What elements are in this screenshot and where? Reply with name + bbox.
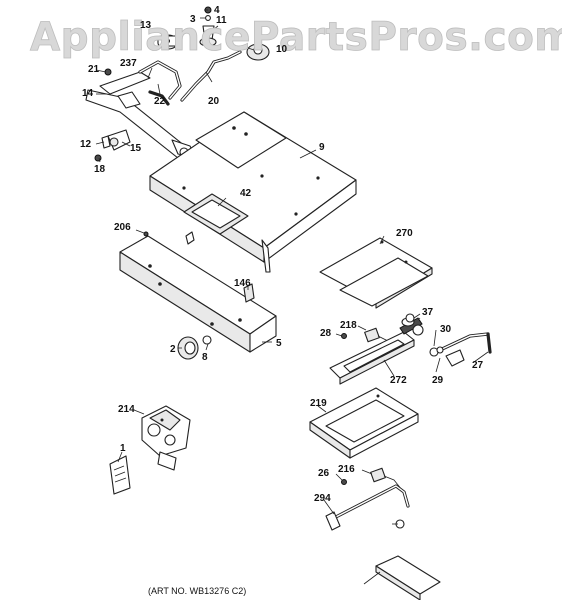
burner-26 bbox=[325, 484, 410, 531]
manifold-assembly bbox=[85, 60, 197, 167]
callout-218-lower: 216 bbox=[338, 464, 355, 475]
part-37 bbox=[405, 313, 415, 323]
callout-labels: 4 3 11 13 10 21 237 14 22 20 9 12 15 18 … bbox=[80, 5, 484, 504]
ignitor-218-lower bbox=[370, 467, 403, 491]
callout-1: 1 bbox=[120, 443, 126, 454]
callout-9: 9 bbox=[319, 142, 325, 153]
callout-29: 29 bbox=[432, 375, 444, 386]
callout-20: 20 bbox=[208, 96, 220, 107]
callout-37: 37 bbox=[422, 307, 434, 318]
cover-270 bbox=[319, 237, 433, 309]
screw-28-lower bbox=[341, 479, 347, 485]
callout-28-upper: 28 bbox=[320, 328, 332, 339]
callout-28-lower: 26 bbox=[318, 468, 330, 479]
callout-2: 2 bbox=[170, 344, 176, 355]
callout-21: 21 bbox=[88, 64, 100, 75]
leader-lines bbox=[95, 9, 489, 585]
callout-15: 15 bbox=[130, 143, 142, 154]
bracket-294 bbox=[375, 555, 441, 600]
callout-5: 5 bbox=[276, 338, 282, 349]
callout-10: 10 bbox=[276, 44, 288, 55]
valve-13 bbox=[157, 34, 179, 50]
callout-218-upper: 218 bbox=[340, 320, 357, 331]
callout-14: 14 bbox=[82, 88, 94, 99]
callout-22: 22 bbox=[154, 96, 166, 107]
bracket-15 bbox=[94, 129, 131, 162]
callout-18: 18 bbox=[94, 164, 106, 175]
orifice-assembly-30 bbox=[429, 332, 492, 367]
callout-237: 237 bbox=[120, 58, 137, 69]
manifold-bracket-5 bbox=[119, 231, 277, 353]
valve-214 bbox=[141, 405, 191, 471]
callout-270: 270 bbox=[396, 228, 413, 239]
callout-13: 13 bbox=[140, 20, 152, 31]
watermark-text: AppliancePartsPros.com bbox=[30, 15, 562, 60]
cover-219 bbox=[309, 387, 419, 459]
callout-42: 42 bbox=[240, 188, 252, 199]
callout-26: 294 bbox=[314, 493, 331, 504]
burner-box-9 bbox=[149, 111, 357, 273]
callout-3: 3 bbox=[190, 14, 196, 25]
callout-11: 11 bbox=[216, 15, 227, 26]
literature-1 bbox=[109, 455, 131, 495]
regulator-10 bbox=[246, 43, 270, 61]
screw-28-upper bbox=[341, 333, 347, 339]
burner-272 bbox=[329, 317, 424, 385]
callout-8: 8 bbox=[202, 352, 208, 363]
callout-146: 146 bbox=[234, 278, 251, 289]
callout-219: 219 bbox=[310, 398, 327, 409]
callout-214: 214 bbox=[118, 404, 135, 415]
grommet-8 bbox=[202, 335, 212, 345]
callout-4: 4 bbox=[214, 5, 220, 16]
gas-tube-20 bbox=[180, 50, 242, 102]
callout-206: 206 bbox=[114, 222, 131, 233]
callout-27: 27 bbox=[472, 360, 484, 371]
callout-272: 272 bbox=[390, 375, 407, 386]
art-number: (ART NO. WB13276 C2) bbox=[148, 586, 246, 596]
callout-12: 12 bbox=[80, 139, 92, 150]
callout-30: 30 bbox=[440, 324, 452, 335]
